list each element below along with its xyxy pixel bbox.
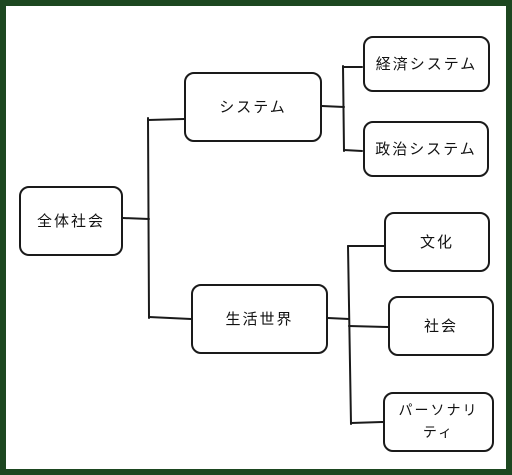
node-label: 経済システム — [375, 55, 478, 73]
diagram-canvas: 全体社会 システム 生活世界 経済システム 政治システム 文化 社会 パーソナリ… — [6, 6, 506, 469]
connector-lifeworld — [148, 316, 192, 320]
node-society: 社会 — [388, 296, 494, 356]
node-culture: 文化 — [384, 212, 490, 272]
node-lifeworld: 生活世界 — [191, 284, 328, 354]
bracket-lifeworld — [347, 245, 352, 425]
connector-system — [147, 118, 185, 121]
bracket-system — [342, 65, 345, 152]
connector-system-out — [321, 105, 345, 108]
connector-society — [348, 325, 389, 328]
node-personality: パーソナリティ — [383, 392, 494, 452]
node-label: システム — [219, 98, 287, 116]
node-label: 文化 — [419, 233, 454, 251]
node-label: パーソナリティ — [398, 402, 479, 441]
node-label: 政治システム — [375, 140, 477, 158]
connector-personality — [350, 421, 384, 424]
node-label: 全体社会 — [36, 212, 105, 230]
connector-political — [343, 149, 363, 152]
connector-root — [122, 217, 150, 220]
tree-connectors — [122, 65, 389, 425]
node-political-system: 政治システム — [363, 121, 489, 177]
node-label: 社会 — [423, 317, 458, 335]
connector-lifeworld-out — [327, 317, 350, 320]
node-system: システム — [184, 72, 322, 142]
node-whole-society: 全体社会 — [19, 186, 123, 256]
node-label: 生活世界 — [225, 310, 294, 328]
bracket-level1 — [147, 117, 150, 319]
node-economic-system: 経済システム — [363, 36, 490, 92]
